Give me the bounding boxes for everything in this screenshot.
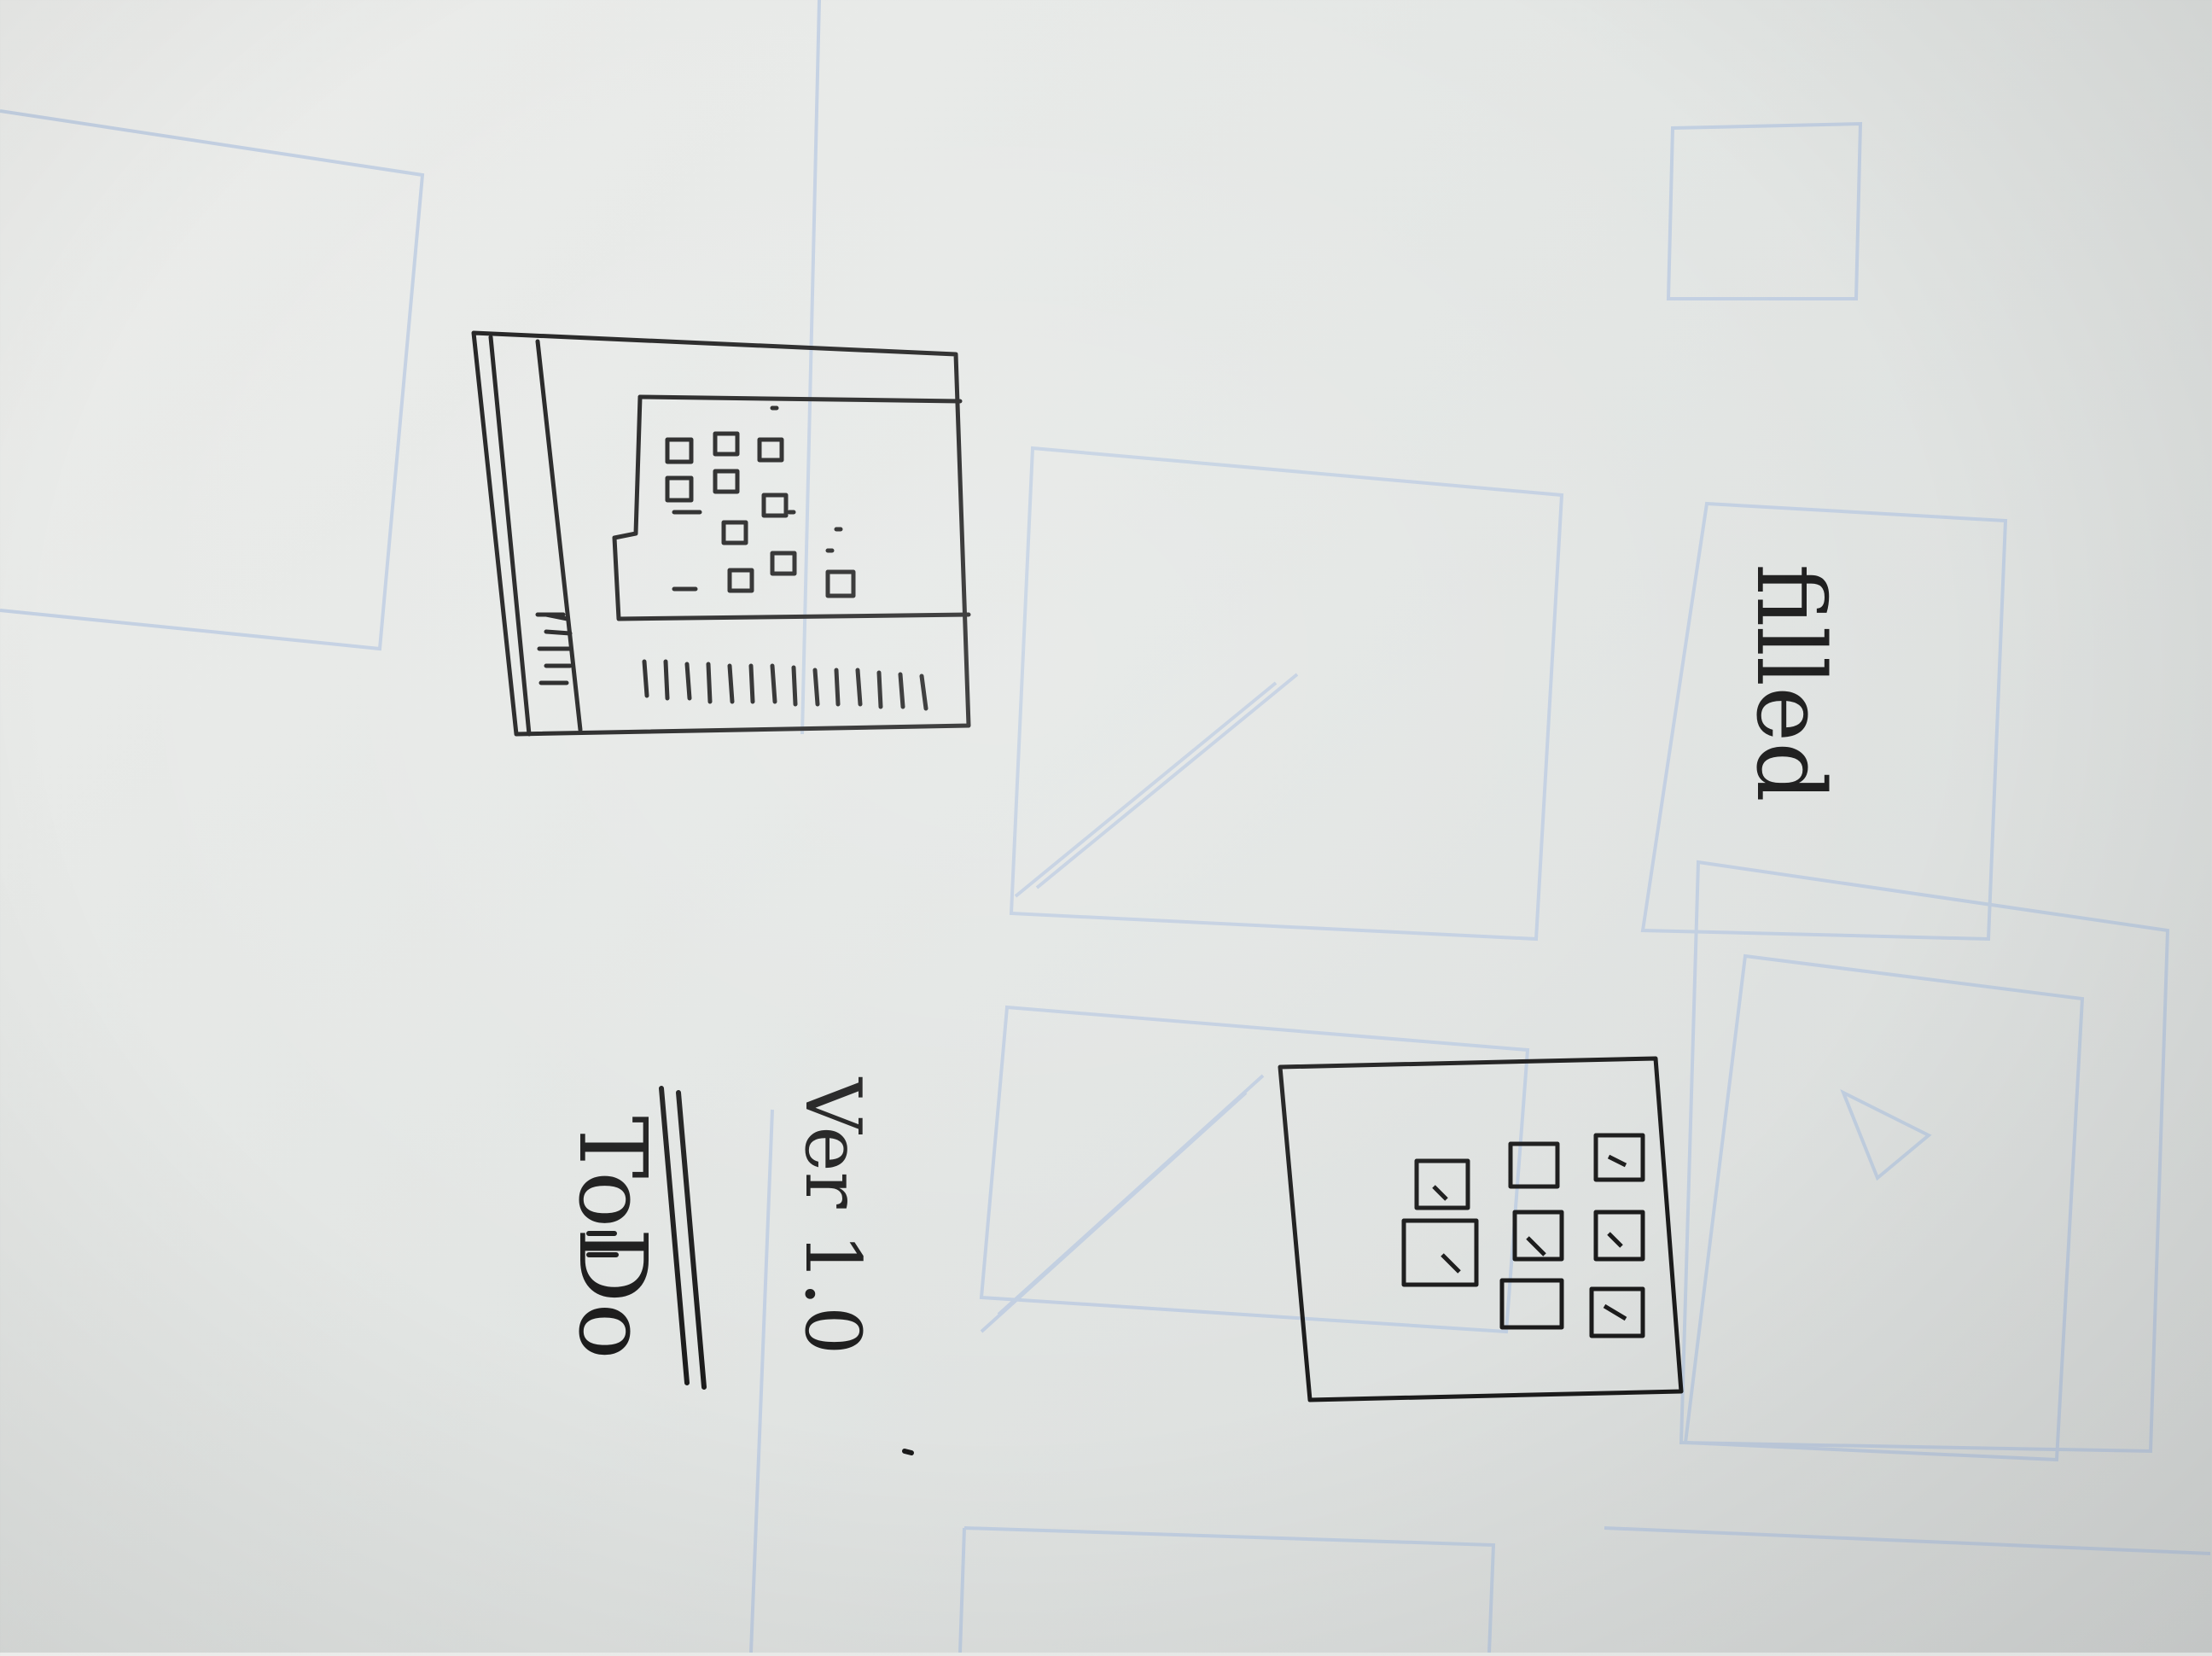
- filled-label: filled: [1736, 563, 1845, 802]
- todo-label: ToDo: [558, 1116, 667, 1359]
- checkbox-grid: [665, 405, 856, 598]
- todo-item-label: Ver 1.0: [788, 1077, 877, 1356]
- window-sketch: [471, 330, 971, 737]
- todo-note-strokes: [586, 1086, 914, 1455]
- list-ticks: [642, 659, 928, 711]
- image-grid-sketch: [1278, 1056, 1684, 1402]
